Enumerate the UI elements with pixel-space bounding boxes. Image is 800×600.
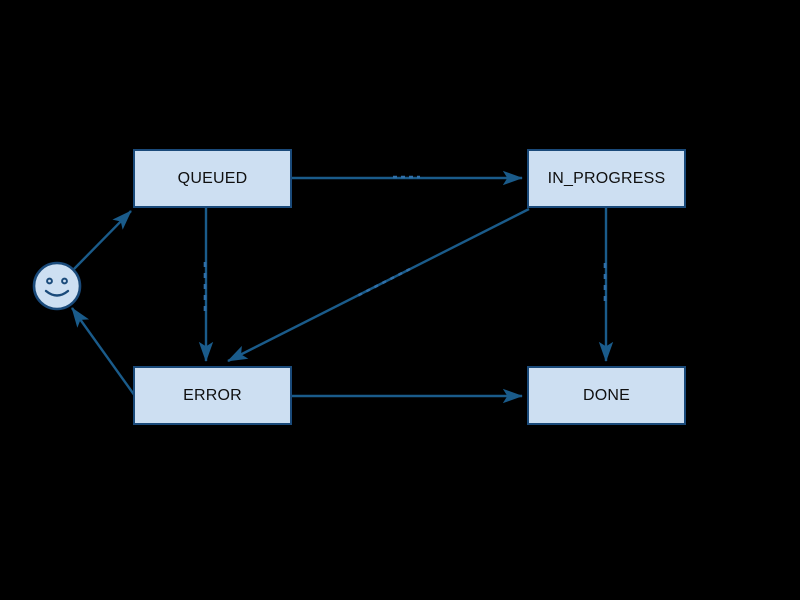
- smiley-face-icon: [32, 261, 82, 311]
- edge-in-progress-to-done[interactable]: [598, 208, 614, 362]
- edge-in-progress-to-error[interactable]: [227, 207, 530, 363]
- state-node-error[interactable]: ERROR: [133, 366, 292, 425]
- start-node-smiley[interactable]: [32, 261, 82, 311]
- state-node-done[interactable]: DONE: [527, 366, 686, 425]
- state-label-queued: QUEUED: [177, 169, 248, 187]
- state-label-done: DONE: [582, 386, 631, 404]
- edge-error-to-start[interactable]: [71, 307, 136, 397]
- state-node-in-progress[interactable]: IN_PROGRESS: [527, 149, 686, 208]
- edge-start-to-queued[interactable]: [73, 210, 132, 270]
- state-node-queued[interactable]: QUEUED: [133, 149, 292, 208]
- state-label-in-progress: IN_PROGRESS: [547, 169, 666, 187]
- state-label-error: ERROR: [183, 386, 242, 404]
- edge-queued-to-in-progress[interactable]: [292, 170, 523, 186]
- edge-queued-to-error[interactable]: [198, 208, 214, 362]
